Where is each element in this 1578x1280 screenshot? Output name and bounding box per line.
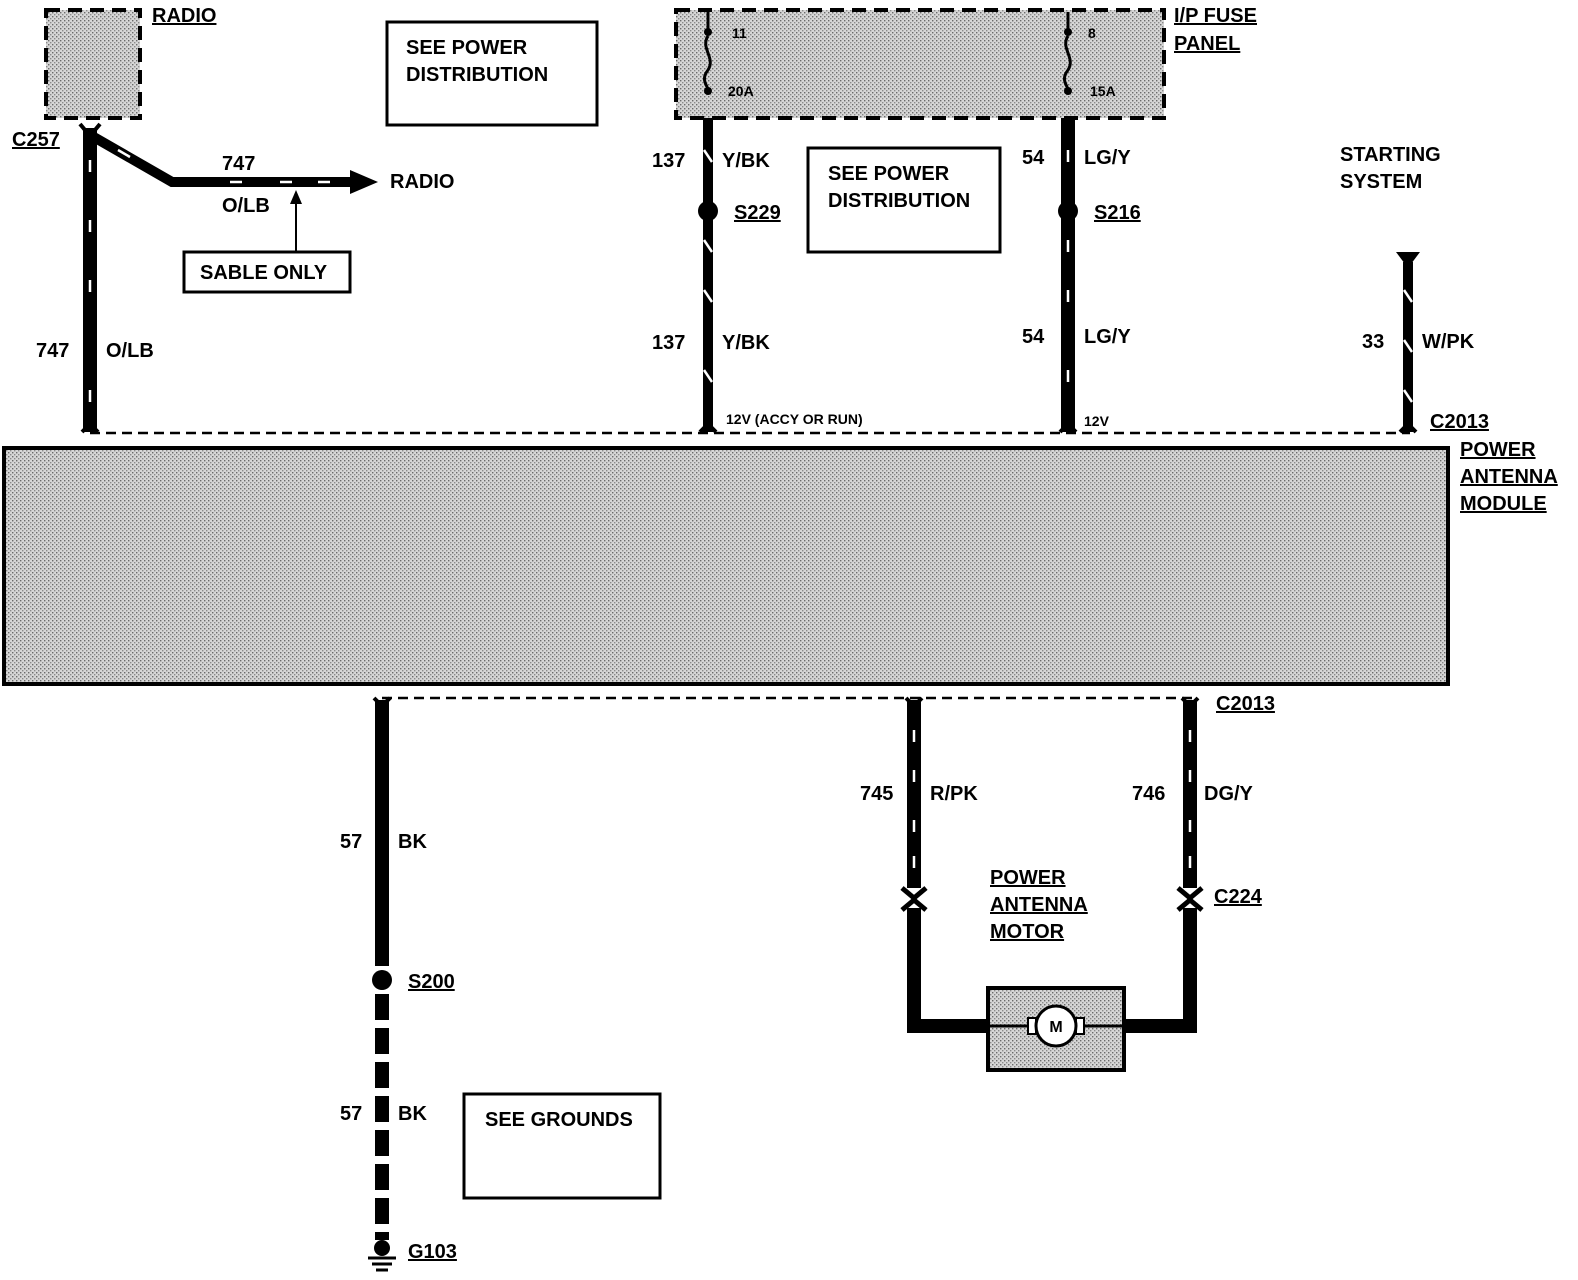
splice-s216-label: S216 [1094,202,1141,224]
wire-747-color: O/LB [106,340,154,362]
wire-746-color: DG/Y [1204,783,1254,805]
see-grounds-box [462,1092,662,1200]
connector-c257-label: C257 [12,129,60,151]
radio-label: RADIO [152,5,216,27]
motor-icon [1034,1004,1078,1048]
wire-746-number: 746 [1132,783,1165,805]
wire-33-number: 33 [1362,331,1384,353]
wire-137-top-color: Y/BK [722,150,770,172]
wire-54-bottom-number: 54 [1022,326,1045,348]
wire-745-color: R/PK [930,783,978,805]
connector-symbol [1398,421,1418,434]
motor-label-line1: POWER [990,867,1066,889]
radio-component [44,8,142,120]
see-power-distribution-box-2 [806,146,1002,254]
wire-stripe [1402,389,1414,403]
fuse-11-terminal [704,87,712,95]
motor-label-line3: MOTOR [990,921,1065,943]
wire-stripe [702,239,714,253]
wire-33-color: W/PK [1422,331,1475,353]
module-label-line2: ANTENNA [1460,466,1558,488]
motor-symbol-label: M [1049,1019,1062,1036]
splice-s229 [698,201,718,221]
starting-system-line1: STARTING [1340,144,1441,166]
fuse-11-symbol [702,35,712,91]
fuse-11-terminal [704,28,712,36]
wire-54-top-number: 54 [1022,147,1045,169]
wire-747-number: 747 [36,340,69,362]
wire-54-bottom-color: LG/Y [1084,326,1131,348]
splice-s200 [372,970,392,990]
power-antenna-module [2,446,1450,686]
ground-g103-terminal [374,1240,390,1256]
connector-c224-symbol [1176,896,1204,912]
wire-stripe [117,148,131,159]
wire-57-top-color: BK [398,831,427,853]
connector-symbol [80,421,100,434]
wire-stripe [702,149,714,163]
wire-stripe [702,369,714,383]
motor-label-line2: ANTENNA [990,894,1088,916]
connector-symbol [698,421,718,434]
wire-stripe [1402,289,1414,303]
wire-137-top-number: 137 [652,150,685,172]
connector-c2013-bottom-label: C2013 [1216,693,1275,715]
splice-s216 [1058,201,1078,221]
see-power-1-line1: SEE POWER [406,37,528,59]
wire-137-bottom-color: Y/BK [722,332,770,354]
starting-system-arrow [1396,252,1420,268]
sable-only-box [182,250,352,294]
connector-c2013-top-label: C2013 [1430,411,1489,433]
wire-57-bottom-color: BK [398,1103,427,1125]
see-power-2-line2: DISTRIBUTION [828,190,970,212]
motor-wire-left [907,908,988,1033]
fuse-8-rating: 15A [1090,83,1116,99]
wire-747-branch-number: 747 [222,153,255,175]
wire-747-branch-color: O/LB [222,195,270,217]
wire-137-bottom-number: 137 [652,332,685,354]
wire-57-bottom-number: 57 [340,1103,362,1125]
sable-only-label: SABLE ONLY [200,262,328,284]
splice-s229-label: S229 [734,202,781,224]
connector-c224-symbol [1176,886,1204,902]
wire-stripe [702,289,714,303]
wire-54-top-color: LG/Y [1084,147,1131,169]
motor-wire-right [1124,908,1197,1033]
pin-accy-run-label: 12V (ACCY OR RUN) [726,411,863,427]
fuse-11-rating: 20A [728,83,754,99]
fuse-8-number: 8 [1088,25,1096,41]
fuse-11-number: 11 [732,25,747,41]
see-power-2-line1: SEE POWER [828,163,950,185]
fuse-panel-label-line2: PANEL [1174,33,1240,55]
fuse-8-terminal [1064,87,1072,95]
fuse-8-terminal [1064,28,1072,36]
radio-arrow-head [350,170,378,194]
connector-c224-symbol [900,886,928,902]
see-power-1-line2: DISTRIBUTION [406,64,548,86]
see-grounds-label: SEE GROUNDS [485,1109,633,1131]
connector-c257-symbol [78,122,102,140]
fuse-panel-label-line1: I/P FUSE [1174,5,1257,27]
sable-only-pointer-head [290,190,302,204]
fuse-8-symbol [1062,35,1072,91]
connector-symbol [1058,421,1078,434]
starting-system-line2: SYSTEM [1340,171,1422,193]
module-label-line1: POWER [1460,439,1536,461]
module-label-line3: MODULE [1460,493,1547,515]
connector-c224-label: C224 [1214,886,1263,908]
wire-745-number: 745 [860,783,893,805]
connector-c224-symbol [900,896,928,912]
see-power-distribution-box-1 [385,20,599,127]
wire-57-top-number: 57 [340,831,362,853]
splice-s200-label: S200 [408,971,455,993]
ip-fuse-panel [674,8,1166,120]
radio-arrow-label: RADIO [390,171,454,193]
pin-12v-label: 12V [1084,413,1110,429]
wire-stripe [1402,339,1414,353]
ground-g103-label: G103 [408,1241,457,1263]
